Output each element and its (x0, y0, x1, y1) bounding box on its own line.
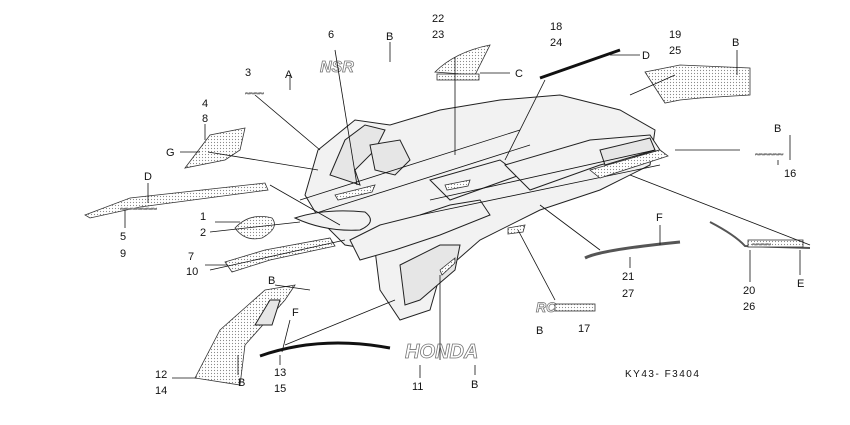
fairing-body (299, 94, 669, 321)
decal-rc-17: RC (536, 299, 596, 315)
label-22: 22 (432, 13, 444, 25)
letter-labels: A B C D B B G D F E B F B B B (144, 31, 804, 391)
letter-d-left: D (144, 171, 152, 183)
decal-tail-20-26: ~~~~ (709, 221, 811, 249)
label-25: 25 (669, 45, 681, 57)
label-2: 2 (200, 227, 206, 239)
letter-f-lower: F (292, 307, 299, 319)
decal-honda-11: HONDA (405, 341, 479, 364)
label-12: 12 (155, 369, 167, 381)
label-7: 7 (188, 251, 194, 263)
label-15: 15 (274, 383, 286, 395)
label-26: 26 (743, 301, 755, 313)
label-1: 1 (200, 211, 206, 223)
label-18: 18 (550, 21, 562, 33)
label-19: 19 (669, 29, 681, 41)
label-14: 14 (155, 385, 167, 397)
letter-c: C (515, 68, 523, 80)
decal-stripe-21-27 (584, 240, 681, 260)
decal-lower-12-14 (194, 284, 296, 386)
decal-stripe-13-15 (259, 341, 391, 358)
decal-seat-19-25 (644, 64, 751, 104)
rc-emblem: RC (536, 299, 557, 315)
letter-a: A (285, 69, 293, 81)
label-24: 24 (550, 37, 562, 49)
leader-lines (124, 42, 811, 379)
label-9: 9 (120, 248, 126, 260)
decal-side-3: ~~~~ (245, 89, 265, 99)
letter-b-right: B (774, 123, 781, 135)
decal-nsr-6: NSR (320, 59, 355, 77)
decal-left-panel-4-8 (184, 127, 246, 169)
letter-f-right: F (656, 212, 663, 224)
side-a-text: ~~~~ (245, 89, 264, 98)
tail-e-text: ~~~~ (752, 240, 771, 249)
label-21: 21 (622, 271, 634, 283)
label-10: 10 (186, 266, 198, 278)
decal-right-16: ~~~~~~ (755, 150, 784, 160)
label-3: 3 (245, 67, 251, 79)
label-4: 4 (202, 98, 208, 110)
label-6: 6 (328, 29, 334, 41)
decal-strip-7-10 (224, 237, 336, 273)
decal-stripe-5-9: ~~~~~~~ (84, 182, 269, 219)
label-16: 16 (784, 168, 796, 180)
label-20: 20 (743, 285, 755, 297)
label-11: 11 (412, 381, 423, 393)
letter-g: G (166, 147, 175, 159)
letter-b-strip: B (268, 275, 275, 287)
letter-b-rc: B (536, 325, 543, 337)
decal-wing-22-23 (434, 44, 491, 81)
letter-b-top: B (386, 31, 393, 43)
letter-b-lower: B (238, 377, 245, 389)
label-27: 27 (622, 288, 634, 300)
label-13: 13 (274, 367, 286, 379)
decal-stripe-18-24 (539, 48, 621, 80)
callout-labels: 1 2 3 4 5 6 7 8 9 10 11 12 13 14 15 16 1… (120, 13, 796, 397)
nsr-emblem: NSR (320, 59, 354, 76)
label-5: 5 (120, 231, 126, 243)
letter-e: E (797, 278, 804, 290)
letter-b-seat: B (732, 37, 739, 49)
right-b-text: ~~~~~~ (755, 150, 783, 159)
diagram-code: KY43- F3404 (625, 369, 700, 380)
label-17: 17 (578, 323, 590, 335)
stripe-d-text: ~~~~~~~ (120, 204, 158, 214)
honda-emblem: HONDA (405, 341, 478, 363)
letter-b-honda: B (471, 379, 478, 391)
label-23: 23 (432, 29, 444, 41)
label-8: 8 (202, 113, 208, 125)
letter-d-top: D (642, 50, 650, 62)
